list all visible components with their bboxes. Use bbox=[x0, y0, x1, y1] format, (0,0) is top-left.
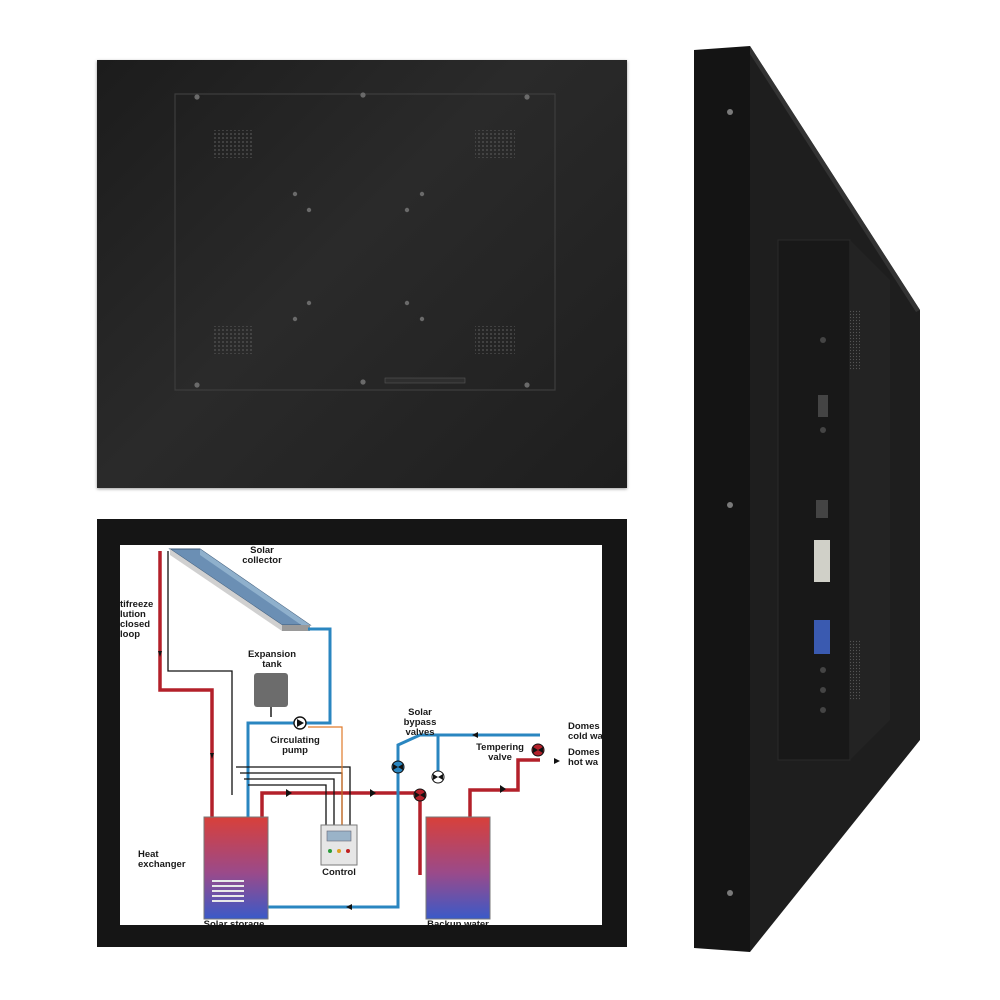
mounting-plate-outline bbox=[174, 93, 556, 391]
cold-pipe-main-loop bbox=[246, 721, 540, 909]
bottom-connectors bbox=[384, 377, 466, 384]
flow-arrows bbox=[158, 651, 560, 910]
monitor-back-drawing bbox=[174, 92, 556, 391]
backup-water-tank bbox=[425, 816, 491, 920]
heat-exchanger-coil bbox=[212, 880, 244, 902]
solar-storage-tank bbox=[203, 816, 269, 920]
side-bezel bbox=[694, 46, 750, 952]
back-screws bbox=[194, 92, 530, 388]
valves bbox=[391, 743, 545, 802]
sensor-wire bbox=[308, 726, 343, 825]
io-port-block bbox=[777, 239, 851, 761]
cold-pipe-collector-return bbox=[295, 627, 332, 725]
hot-pipe-storage-to-backup bbox=[260, 791, 422, 875]
label-backup-water: Backup water bbox=[427, 919, 489, 925]
vent-grills bbox=[212, 130, 515, 354]
label-solar-storage: Solar storage bbox=[204, 919, 265, 925]
side-screws bbox=[727, 109, 733, 896]
expansion-tank bbox=[254, 673, 288, 707]
io-ports bbox=[814, 337, 830, 713]
solar-collector-panel bbox=[168, 548, 312, 631]
label-control: Control bbox=[322, 867, 356, 878]
control-wires bbox=[167, 551, 351, 825]
monitor-back-view bbox=[97, 60, 627, 488]
monitor-side-view bbox=[690, 40, 930, 960]
monitor-side-drawing bbox=[694, 46, 920, 952]
hot-pipe-to-domestic bbox=[468, 758, 540, 835]
side-vents bbox=[850, 310, 860, 700]
hot-pipe-collector-line bbox=[158, 551, 214, 917]
